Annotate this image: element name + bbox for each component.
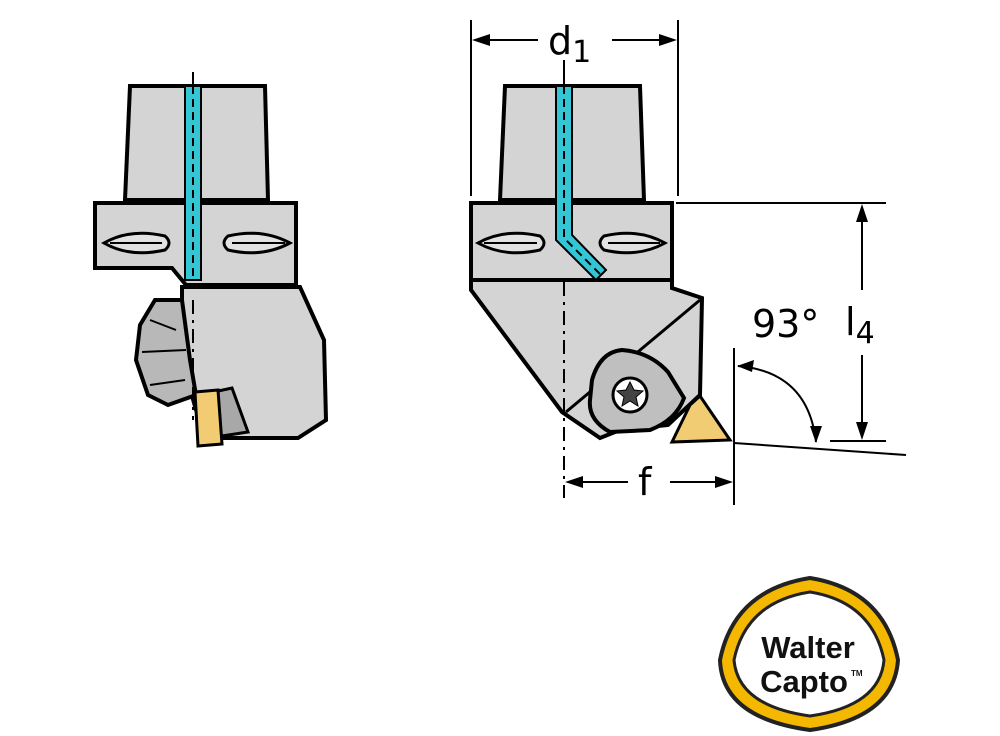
front-coolant-channel bbox=[555, 85, 608, 282]
logo-tm: TM bbox=[851, 669, 863, 678]
side-view bbox=[93, 72, 329, 448]
logo-inner bbox=[732, 590, 886, 718]
dim-f-label: f bbox=[638, 460, 653, 504]
logo-line-walter: Walter bbox=[761, 630, 855, 665]
walter-capto-logo: Walter Capto TM bbox=[717, 575, 901, 733]
dim-angle-label: 93° bbox=[752, 302, 819, 346]
dim-d1-label: d1 bbox=[548, 19, 591, 70]
logo-line-capto: Capto bbox=[760, 664, 848, 699]
front-view bbox=[469, 60, 733, 498]
front-insert bbox=[669, 393, 733, 444]
side-insert bbox=[193, 388, 224, 448]
arrowheads bbox=[472, 34, 868, 488]
dim-l4-label: l4 bbox=[845, 300, 875, 351]
